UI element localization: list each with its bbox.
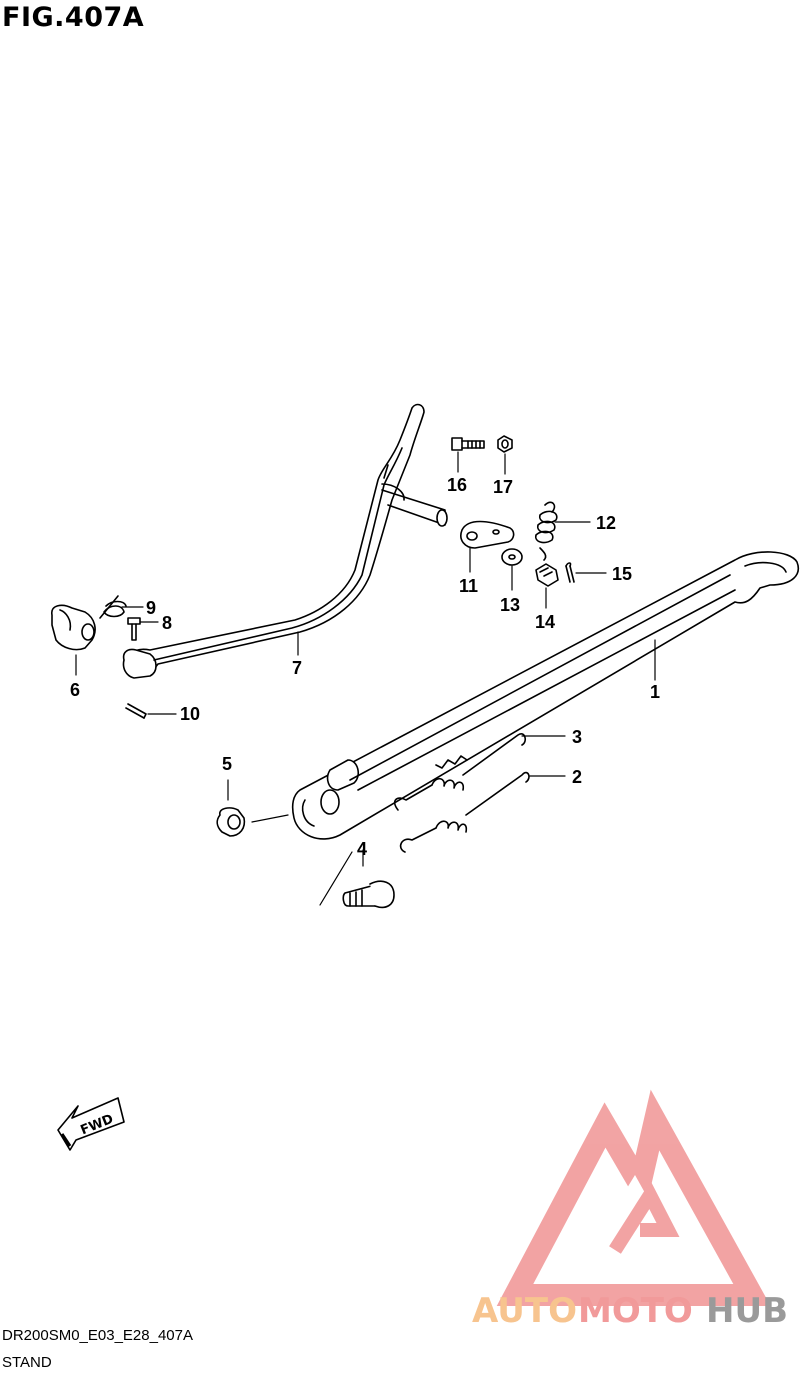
- cotter-pin: [125, 703, 147, 719]
- part-label: 8: [162, 613, 172, 633]
- bolt-16: [451, 437, 485, 451]
- part-label: 6: [70, 680, 80, 700]
- part-label: 3: [572, 727, 582, 747]
- spring-3: [393, 733, 527, 811]
- part-label: 1: [650, 682, 660, 702]
- drawing-code: DR200SM0_E03_E28_407A: [2, 1327, 193, 1344]
- watermark-auto: AUTO: [472, 1291, 577, 1331]
- part-label: 4: [357, 839, 367, 859]
- watermark-moto: MOTO: [578, 1291, 693, 1331]
- assembly-name: STAND: [2, 1354, 52, 1371]
- stand-bracket-arm: [122, 403, 448, 679]
- side-stand-bar: [291, 551, 799, 840]
- part-label: 10: [180, 704, 200, 724]
- part-label: 2: [572, 767, 582, 787]
- part-label: 17: [493, 477, 513, 497]
- castle-nut: [535, 563, 559, 587]
- watermark-logo: [496, 1089, 771, 1306]
- part-label: 16: [447, 475, 467, 495]
- part-label: 9: [146, 598, 156, 618]
- nut-17: [497, 435, 513, 453]
- part-label: 5: [222, 754, 232, 774]
- part-label: 7: [292, 658, 302, 678]
- split-pin: [565, 562, 575, 583]
- figure-title: FIG.407A: [2, 2, 145, 33]
- part-label: 14: [535, 612, 555, 632]
- coil-spring: [534, 501, 558, 561]
- stand-plate: [460, 520, 515, 549]
- part-label: 12: [596, 513, 616, 533]
- pivot-bolt: [342, 880, 395, 909]
- part-label: 11: [459, 576, 478, 596]
- clamp-bracket: [51, 604, 96, 651]
- washer: [501, 548, 523, 566]
- watermark-hub: HUB: [706, 1291, 788, 1331]
- part-label: 13: [500, 595, 520, 615]
- small-spring: [99, 595, 127, 619]
- leader-lines: [75, 451, 656, 906]
- small-bolt: [127, 617, 141, 641]
- fwd-arrow-icon: FWD: [57, 1097, 125, 1151]
- watermark-text: AUTO MOTO HUB: [472, 1291, 788, 1331]
- part-labels: 1 2 3 4 5 6 7 8 9 10 11 12 13 14 15 16 1…: [70, 475, 660, 859]
- part-label: 15: [612, 564, 632, 584]
- spring-2: [399, 771, 530, 853]
- nut: [216, 807, 246, 837]
